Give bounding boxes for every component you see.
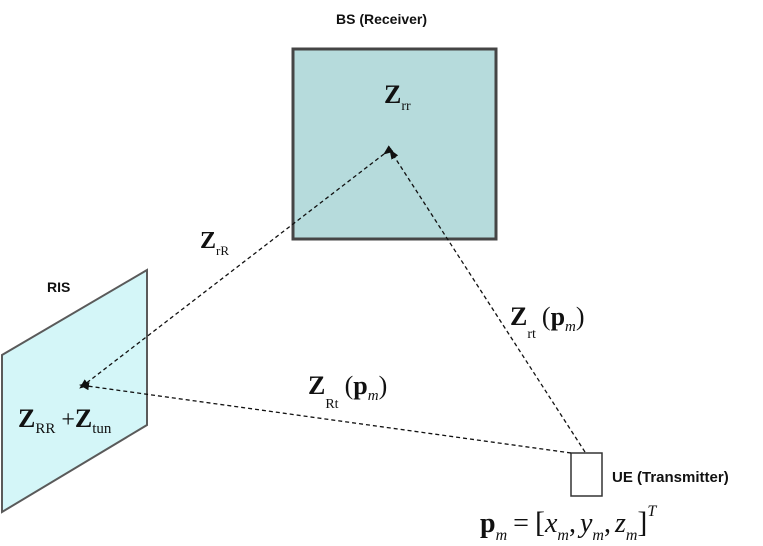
z-Rt-formula: ZRt(pm): [308, 371, 387, 412]
ue-label: UE (Transmitter): [612, 469, 729, 486]
bs-label: BS (Receiver): [336, 11, 427, 27]
ue-device: [570, 452, 603, 497]
z-rr-formula: Zrr: [384, 80, 411, 114]
ue-position-formula: pm=[xm,ym,zm]T: [480, 503, 657, 544]
ris-impedance-formula: ZRR+Ztun: [18, 404, 112, 437]
link-bs-to-ris: [79, 145, 394, 389]
z-rt-formula: Zrt(pm): [510, 302, 585, 342]
link-ue-to-bs: [389, 149, 586, 453]
bs-receiver-box: [291, 47, 498, 241]
ris-label: RIS: [47, 279, 70, 295]
z-rR-formula: ZrR: [200, 228, 229, 258]
link-ue-to-ris: [79, 382, 572, 454]
